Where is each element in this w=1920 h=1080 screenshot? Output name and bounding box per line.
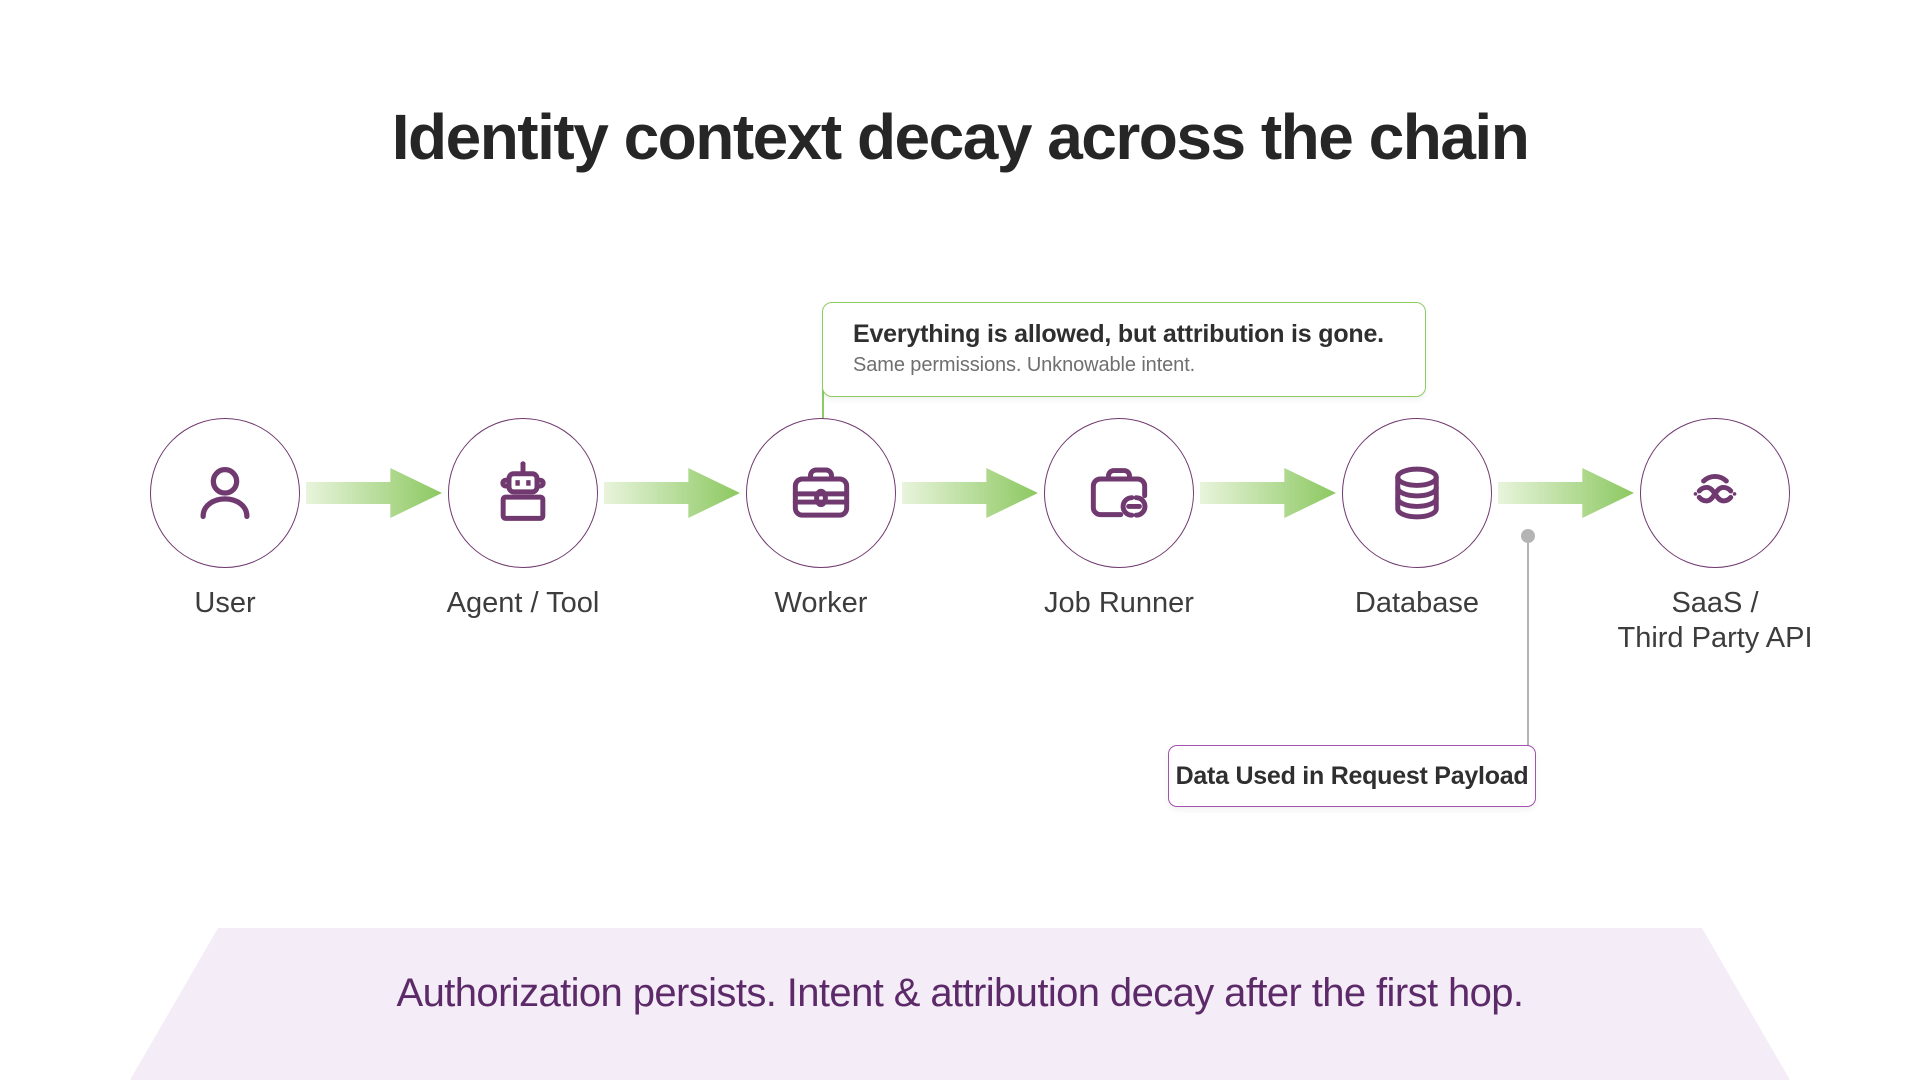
- green-callout-headline: Everything is allowed, but attribution i…: [853, 320, 1384, 348]
- person-icon: [200, 467, 250, 519]
- chain-node-worker[interactable]: Worker: [746, 418, 896, 619]
- chain-node-user[interactable]: User: [150, 418, 300, 619]
- chain-node-label-line1: SaaS /: [1671, 587, 1759, 619]
- node-circle: [448, 418, 598, 568]
- green-callout-subline: Same permissions. Unknowable intent.: [853, 354, 1196, 376]
- identity-chain: User: [150, 418, 1813, 654]
- chain-node-label: Job Runner: [1044, 587, 1194, 619]
- chain-node-label: Worker: [774, 587, 868, 619]
- briefcase-link-icon: [1090, 468, 1148, 518]
- chain-node-label-line2: Third Party API: [1617, 622, 1813, 655]
- chain-arrow-3: [902, 464, 1038, 522]
- chain-arrow-5: [1498, 464, 1634, 522]
- arrow-right-icon: [604, 468, 740, 518]
- chain-arrow-2: [604, 464, 740, 522]
- chain-node-saas-third-party-api[interactable]: SaaS / Third Party API: [1617, 418, 1813, 654]
- chain-node-label: Agent / Tool: [446, 587, 600, 619]
- robot-icon: [500, 461, 546, 521]
- node-circle: [1640, 418, 1790, 568]
- chain-arrow-1: [306, 464, 442, 522]
- briefcase-icon: [792, 467, 850, 518]
- chain-arrow-4: [1200, 464, 1336, 522]
- arrow-right-icon: [1200, 468, 1336, 518]
- node-circle: [1342, 418, 1492, 568]
- chain-node-label: SaaS / Third Party API: [1617, 586, 1812, 657]
- node-circle: [150, 418, 300, 568]
- chain-node-agent-tool[interactable]: Agent / Tool: [447, 418, 599, 619]
- arrow-right-icon: [306, 468, 442, 518]
- page-title: Identity context decay across the chain: [391, 101, 1530, 173]
- green-callout: Everything is allowed, but attribution i…: [822, 302, 1426, 397]
- chain-node-label: User: [194, 587, 256, 619]
- purple-callout: Data Used in Request Payload: [1168, 745, 1536, 807]
- purple-callout-connector: [1527, 540, 1529, 748]
- purple-callout-label: Data Used in Request Payload: [1175, 761, 1529, 790]
- green-callout-connector: [822, 388, 824, 440]
- chain-node-job-runner[interactable]: Job Runner: [1044, 418, 1194, 619]
- bottom-banner: Authorization persists. Intent & attribu…: [0, 928, 1920, 1080]
- banner-background: [130, 928, 1790, 1080]
- infinity-cloud-icon: [1693, 473, 1737, 504]
- arrow-right-icon: [902, 468, 1038, 518]
- arrow-right-icon: [1498, 468, 1634, 518]
- database-icon: [1395, 466, 1439, 520]
- node-circle: [1044, 418, 1194, 568]
- purple-callout-anchor-dot: [1521, 529, 1535, 543]
- banner-text: Authorization persists. Intent & attribu…: [396, 970, 1525, 1015]
- chain-node-database[interactable]: Database: [1342, 418, 1492, 619]
- chain-node-label: Database: [1354, 587, 1480, 619]
- node-circle: [746, 418, 896, 568]
